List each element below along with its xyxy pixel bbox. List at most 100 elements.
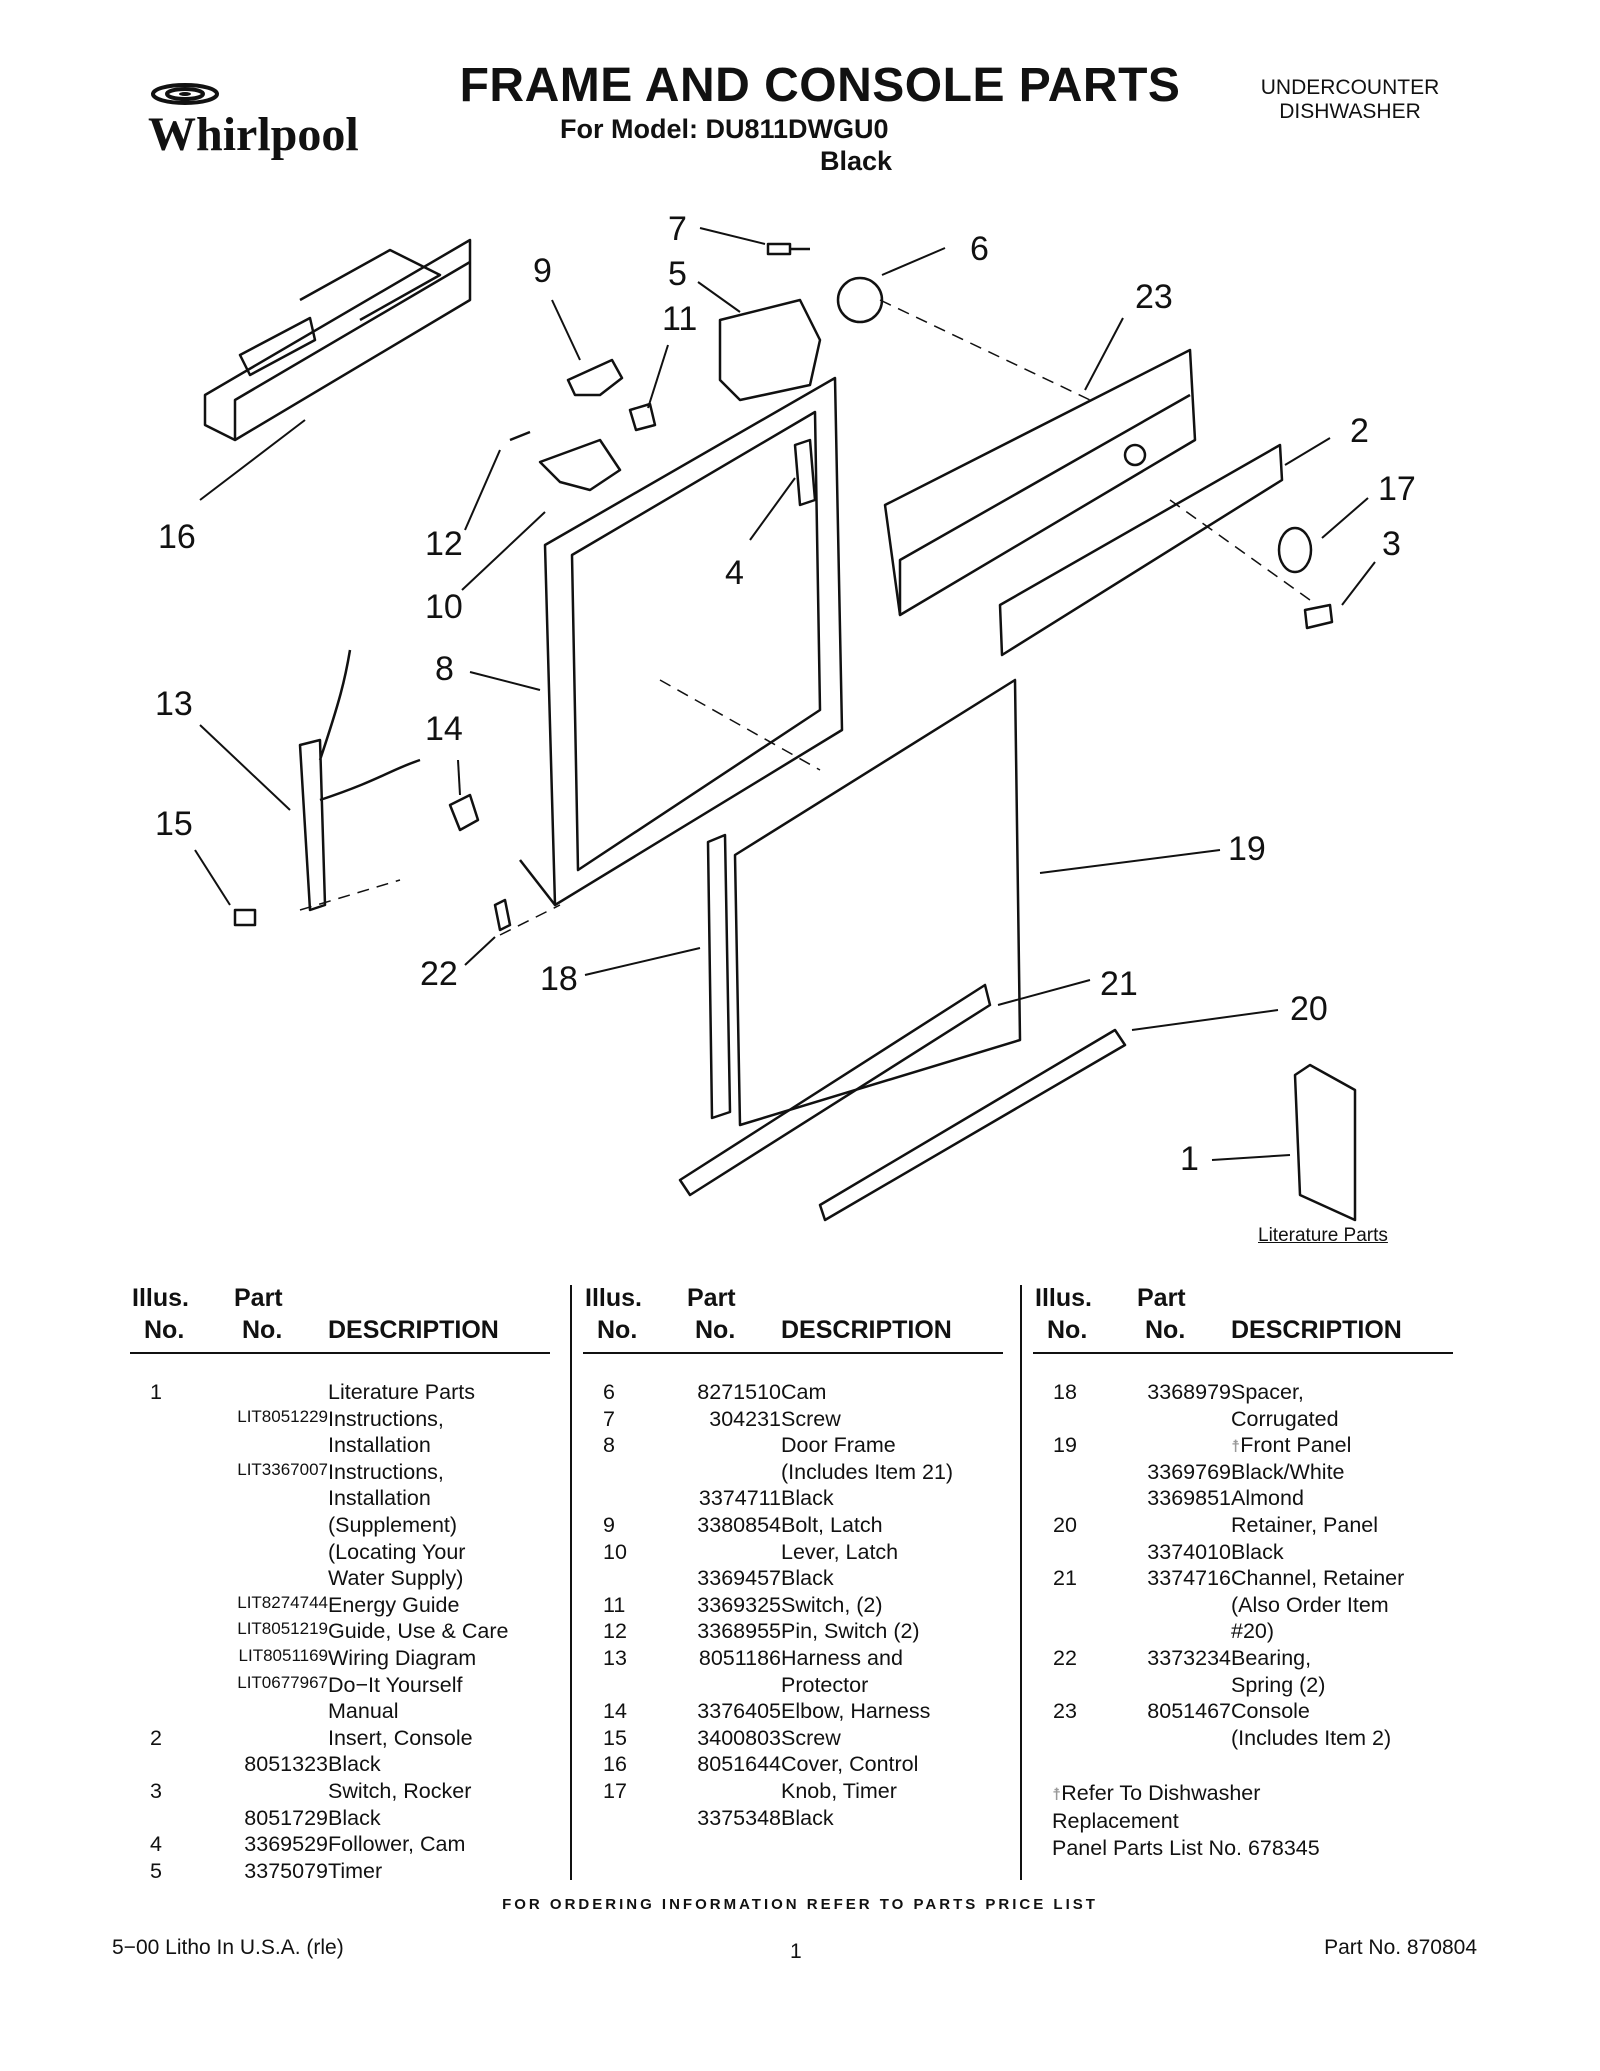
part-number: 8051186: [698, 1645, 781, 1670]
callout-7: 7: [668, 210, 687, 248]
part-number: 3369457: [697, 1566, 781, 1591]
callout-9: 9: [533, 252, 552, 290]
part-description: Do−It Yourself: [328, 1672, 463, 1697]
illus-number: 7: [603, 1406, 615, 1431]
part-description: Bearing,: [1231, 1645, 1312, 1670]
product-type: UNDERCOUNTER DISHWASHER: [1210, 76, 1490, 124]
column-divider: [1020, 1285, 1022, 1880]
illus-number: 4: [150, 1832, 162, 1857]
part-front-panel: [733, 678, 1022, 1127]
page-number: 1: [790, 1940, 802, 1963]
part-spring-bearing: [493, 898, 512, 932]
illus-number: 11: [603, 1592, 626, 1617]
part-description: (Includes Item 21): [781, 1459, 954, 1484]
part-harness-elbow: [448, 793, 480, 832]
illus-number: 21: [1053, 1566, 1077, 1591]
part-number: 3375079: [244, 1858, 328, 1883]
illus-number: 12: [603, 1619, 627, 1644]
parts-row: Manual: [130, 1699, 550, 1726]
part-description: (Supplement): [328, 1512, 458, 1537]
part-number: 8051467: [1147, 1699, 1231, 1724]
part-number: 3369851: [1147, 1486, 1231, 1511]
part-description: (Locating Your: [328, 1539, 466, 1564]
callout-16: 16: [158, 518, 196, 556]
column-header: Illus. No. Part No. DESCRIPTION: [130, 1282, 550, 1354]
callout-20: 20: [1290, 990, 1328, 1028]
part-description: Black: [328, 1805, 381, 1830]
callout-14: 14: [425, 710, 463, 748]
product-type-line1: UNDERCOUNTER: [1260, 76, 1440, 99]
part-description: Black: [781, 1566, 834, 1591]
part-description: Black: [328, 1752, 381, 1777]
part-spacer: [706, 833, 732, 1120]
part-number: 3374010: [1147, 1539, 1231, 1564]
part-screw-15: [233, 908, 257, 927]
part-number: 3374716: [1147, 1566, 1231, 1591]
illus-number: 2: [150, 1725, 162, 1750]
part-description: Manual: [328, 1699, 399, 1724]
part-number: 3376405: [697, 1699, 781, 1724]
illus-number: 23: [1053, 1699, 1077, 1724]
part-description: Screw: [781, 1725, 841, 1750]
part-description: Spacer,: [1231, 1380, 1304, 1404]
part-cam-follower: [793, 438, 817, 507]
header-part: Part: [234, 1284, 283, 1312]
part-cam: [836, 276, 884, 324]
illus-number: 3: [150, 1778, 162, 1803]
parts-row: Protector: [583, 1673, 1003, 1700]
callout-11: 11: [662, 300, 697, 338]
part-description: Guide, Use & Care: [328, 1619, 509, 1644]
callout-15: 15: [155, 805, 193, 843]
callout-2: 2: [1350, 412, 1369, 450]
callout-13: 13: [155, 685, 193, 723]
column-header: Illus. No. Part No. DESCRIPTION: [583, 1282, 1003, 1354]
part-number: 8051729: [244, 1805, 328, 1830]
model-color: Black: [820, 146, 893, 176]
part-description: Lever, Latch: [781, 1539, 899, 1564]
model-subtitle: For Model: DU811DWGU0: [560, 114, 889, 144]
part-description: Protector: [781, 1672, 869, 1697]
part-number: 3369325: [697, 1592, 781, 1617]
parts-row: Installation: [130, 1486, 550, 1513]
part-number: LIT3367007: [237, 1459, 328, 1479]
parts-row: (Also Order Item: [1033, 1593, 1453, 1620]
whirlpool-logo: Whirlpool: [148, 83, 359, 161]
illus-number: 20: [1053, 1512, 1077, 1537]
part-number: 3375348: [697, 1805, 781, 1830]
part-number: LIT8274744: [237, 1592, 328, 1612]
header-part: Part: [1137, 1284, 1186, 1312]
part-switch-pin: [509, 430, 531, 442]
part-description: Instructions,: [328, 1459, 444, 1484]
part-description: Switch, Rocker: [328, 1778, 472, 1803]
illus-number: 9: [603, 1512, 615, 1537]
ordering-info: FOR ORDERING INFORMATION REFER TO PARTS …: [502, 1896, 1098, 1913]
part-number: 8271510: [697, 1380, 781, 1404]
part-description: Bolt, Latch: [781, 1512, 883, 1537]
panel-parts-note: ☨Refer To Dishwasher Replacement Panel P…: [1052, 1780, 1320, 1862]
parts-row: Installation: [130, 1433, 550, 1460]
part-description: Cover, Control: [781, 1752, 919, 1777]
part-description: ☨Front Panel: [1231, 1433, 1351, 1458]
note-line-2: Replacement: [1052, 1809, 1179, 1833]
part-harness: [298, 649, 421, 912]
part-description: Screw: [781, 1406, 841, 1431]
callout-18: 18: [540, 960, 578, 998]
dagger-mark: ☨: [1052, 1785, 1062, 1804]
part-number: 3369529: [244, 1832, 328, 1857]
part-description: Black/White: [1231, 1459, 1345, 1484]
part-number: 3380854: [697, 1512, 781, 1537]
